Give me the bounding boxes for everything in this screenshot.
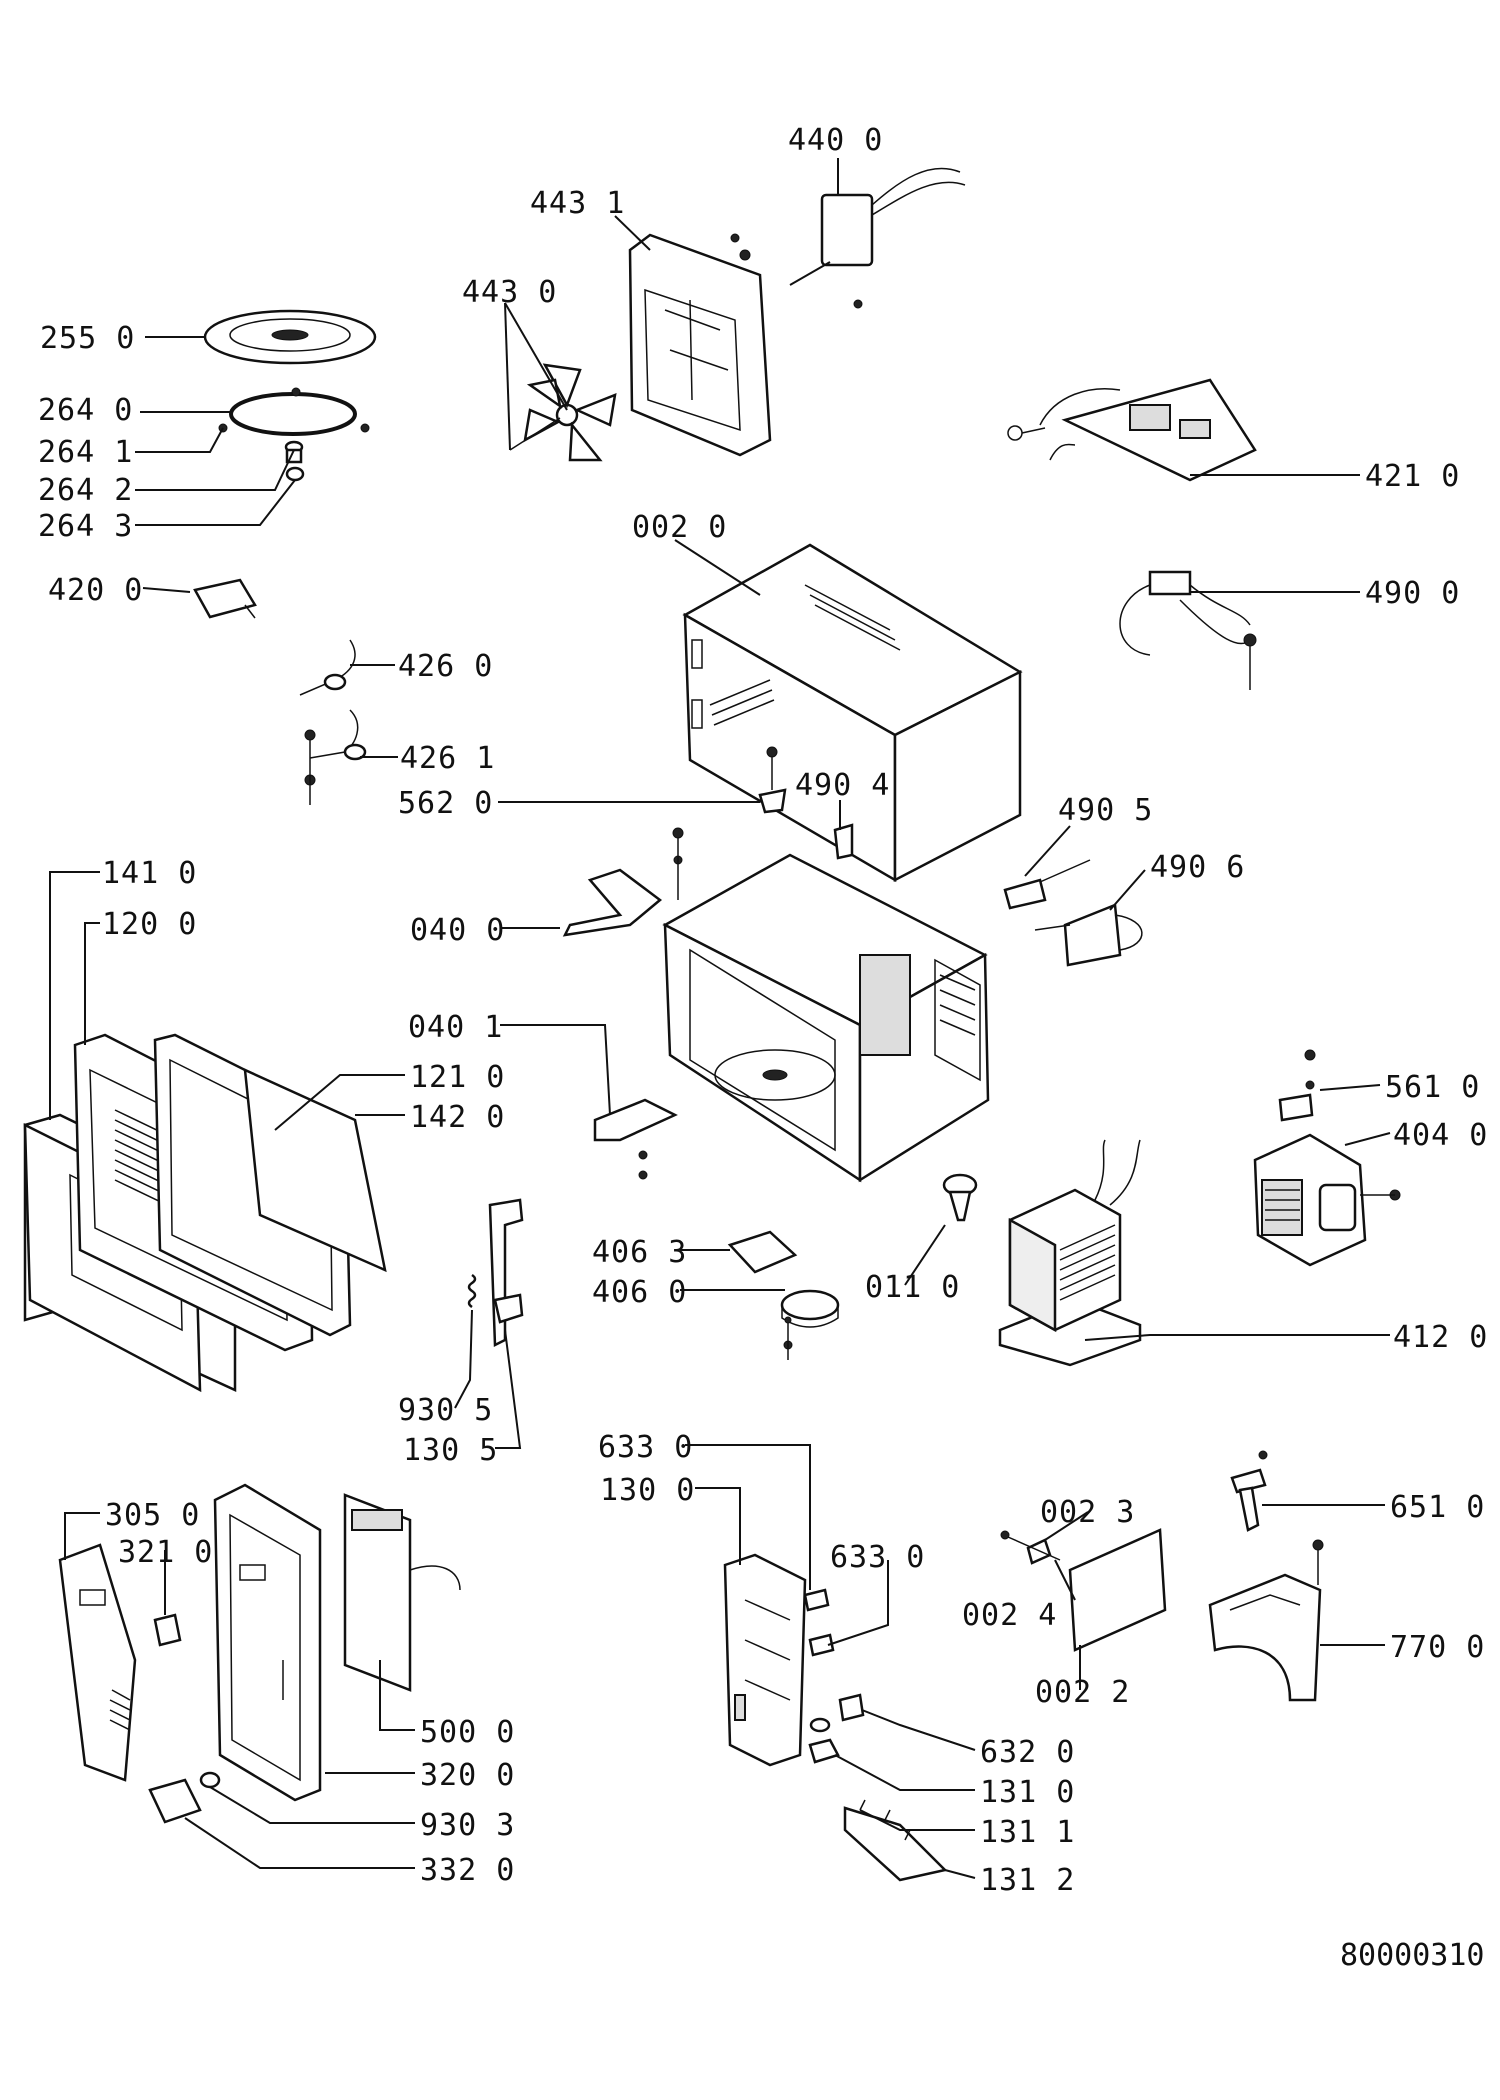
label-131-2: 131 2 [980, 1863, 1075, 1898]
label-490-0: 490 0 [1365, 576, 1460, 611]
label-426-1: 426 1 [400, 741, 495, 776]
label-120-0: 120 0 [102, 907, 197, 942]
part-turntable-motor [780, 1289, 840, 1360]
label-264-0: 264 0 [38, 393, 133, 428]
label-406-3: 406 3 [592, 1235, 687, 1270]
label-490-4: 490 4 [795, 768, 890, 803]
part-fuse-holder [1003, 859, 1091, 910]
label-131-0: 131 0 [980, 1775, 1075, 1810]
part-bracket-bottom [593, 1098, 678, 1180]
label-490-6: 490 6 [1150, 850, 1245, 885]
label-633-0-side: 633 0 [830, 1540, 925, 1575]
part-latch-spring [467, 1273, 477, 1309]
leader-lines [49, 158, 1391, 1879]
part-circuit-board [1007, 378, 1257, 482]
label-562-0: 562 0 [398, 786, 493, 821]
part-fan-blade [509, 363, 617, 462]
label-404-0: 404 0 [1393, 1118, 1488, 1153]
document-number: 80000310 [1340, 1938, 1485, 1973]
label-255-0: 255 0 [40, 321, 135, 356]
part-door-button [148, 1771, 221, 1824]
label-130-5: 130 5 [403, 1433, 498, 1468]
label-651-0: 651 0 [1390, 1490, 1485, 1525]
label-321-0: 321 0 [118, 1535, 213, 1570]
part-capacitor [193, 578, 257, 619]
label-002-3: 002 3 [1040, 1495, 1135, 1530]
part-air-guide [1208, 1539, 1324, 1702]
label-320-0: 320 0 [420, 1758, 515, 1793]
part-bracket-top [562, 827, 684, 937]
label-040-0: 040 0 [410, 913, 505, 948]
part-micro-switch-bracket [758, 746, 854, 860]
part-fan-motor [789, 167, 966, 309]
part-choke-cover [243, 1067, 387, 1273]
label-633-0-top: 633 0 [598, 1430, 693, 1465]
label-264-1: 264 1 [38, 435, 133, 470]
label-332-0: 332 0 [420, 1853, 515, 1888]
label-002-0: 002 0 [632, 510, 727, 545]
label-420-0: 420 0 [48, 573, 143, 608]
part-door-latch-hook [488, 1198, 524, 1347]
part-latch-holder [723, 1553, 807, 1767]
label-500-0: 500 0 [420, 1715, 515, 1750]
part-transformer [998, 1139, 1142, 1367]
label-561-0: 561 0 [1385, 1070, 1480, 1105]
label-040-1: 040 1 [408, 1010, 503, 1045]
part-micro-switch [803, 1588, 865, 1764]
label-490-5: 490 5 [1058, 793, 1153, 828]
part-control-panel-membrane [58, 1543, 137, 1782]
label-930-3: 930 3 [420, 1808, 515, 1843]
label-002-2: 002 2 [1035, 1675, 1130, 1710]
label-412-0: 412 0 [1393, 1320, 1488, 1355]
label-121-0: 121 0 [410, 1060, 505, 1095]
label-421-0: 421 0 [1365, 459, 1460, 494]
label-440-0: 440 0 [788, 123, 883, 158]
part-control-panel [213, 1483, 322, 1802]
label-443-0: 443 0 [462, 275, 557, 310]
part-turntable-plate [203, 309, 377, 365]
label-130-0: 130 0 [600, 1473, 695, 1508]
part-oven-chassis [662, 853, 990, 1183]
part-switch-bracket [843, 1799, 948, 1882]
part-clamp [1034, 903, 1143, 967]
label-002-4: 002 4 [962, 1598, 1057, 1633]
part-labels: 440 0 443 1 443 0 255 0 264 0 264 1 264 … [38, 123, 1488, 1973]
label-930-5: 930 5 [398, 1393, 493, 1428]
label-305-0: 305 0 [105, 1498, 200, 1533]
label-011-0: 011 0 [865, 1270, 960, 1305]
part-lamp [1230, 1450, 1268, 1532]
label-632-0: 632 0 [980, 1735, 1075, 1770]
label-264-3: 264 3 [38, 509, 133, 544]
part-turntable-motor-cover [727, 1230, 798, 1274]
part-thermal-cutout [299, 639, 367, 805]
part-rear-cover [1000, 1528, 1167, 1652]
label-131-1: 131 1 [980, 1815, 1075, 1850]
label-264-2: 264 2 [38, 473, 133, 508]
part-display-window [153, 1613, 182, 1647]
part-fan-shroud [628, 233, 772, 457]
part-outer-cabinet [682, 543, 1023, 883]
label-770-0: 770 0 [1390, 1630, 1485, 1665]
label-142-0: 142 0 [410, 1100, 505, 1135]
label-443-1: 443 1 [530, 186, 625, 221]
part-magnetron [1253, 1049, 1401, 1267]
part-roller-ring [218, 387, 370, 436]
label-426-0: 426 0 [398, 649, 493, 684]
label-406-0: 406 0 [592, 1275, 687, 1310]
part-turntable-motor-coupling [942, 1173, 978, 1222]
label-141-0: 141 0 [102, 856, 197, 891]
part-control-board [343, 1493, 461, 1692]
part-fuse-filter [1119, 570, 1257, 690]
